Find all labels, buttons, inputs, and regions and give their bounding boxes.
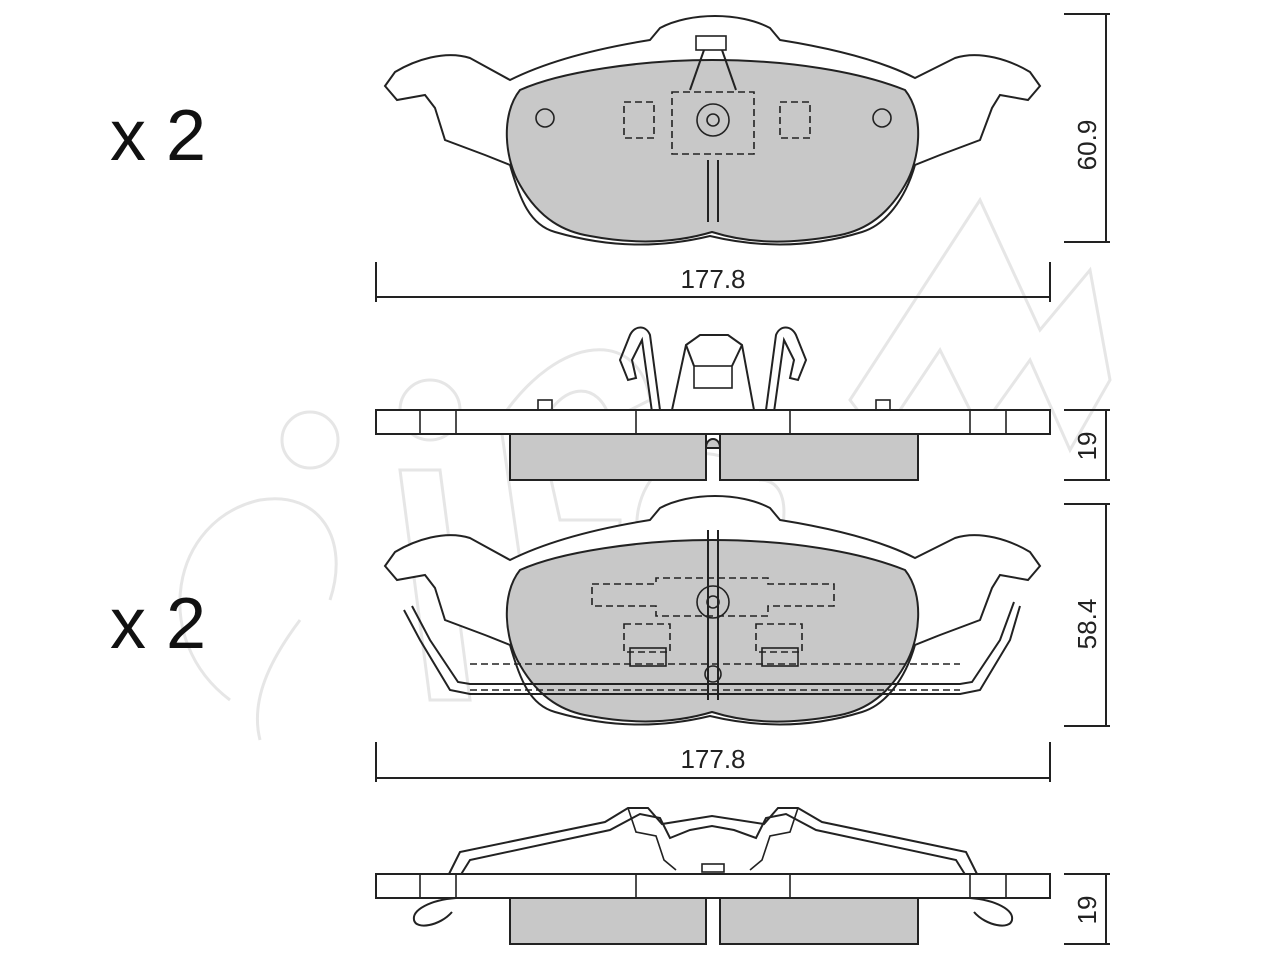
width-dimension: 177.8	[680, 264, 745, 294]
clip-spring	[618, 326, 661, 413]
quantity-label: x 2	[110, 96, 206, 176]
thickness-dimension: 19	[1072, 896, 1102, 925]
backing-plate	[375, 873, 1051, 899]
pad-face-view-upper: x 2 177.8 60.9	[110, 13, 1110, 302]
pad-side-view-lower: 19	[375, 807, 1110, 945]
wire-spring	[459, 812, 967, 877]
width-dimension: 177.8	[680, 744, 745, 774]
backing-plate	[375, 409, 1051, 435]
height-dimension: 58.4	[1072, 599, 1102, 650]
wire-spring	[403, 605, 1021, 695]
height-dimension: 60.9	[1072, 120, 1102, 171]
quantity-label: x 2	[110, 584, 206, 664]
pad-side-view-upper: 19	[375, 326, 1110, 481]
thickness-dimension: 19	[1072, 432, 1102, 461]
pad-face-view-lower: x 2 177.8 58.4	[110, 495, 1110, 782]
friction-material	[505, 538, 920, 723]
friction-material	[509, 897, 919, 945]
friction-material	[509, 433, 919, 481]
friction-material	[505, 58, 920, 243]
